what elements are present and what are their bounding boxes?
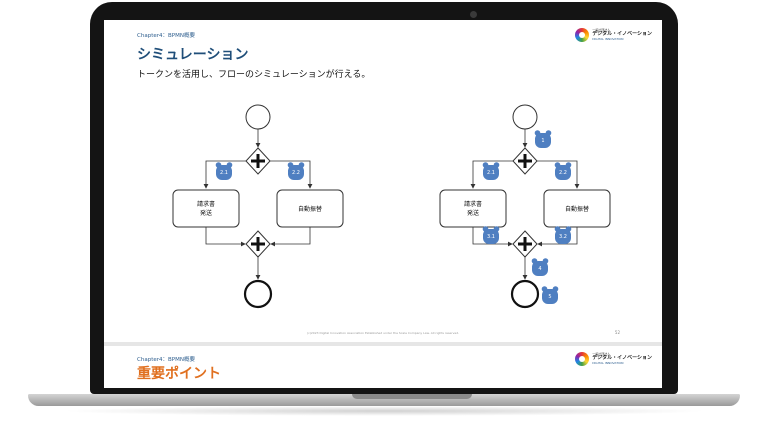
organization-logo: 一般社団法人 デジタル・イノベーション DIGITAL INNOVATION xyxy=(575,352,652,366)
slide-key-points[interactable]: Chapter4：BPMN概要 一般社団法人 デジタル・イノベーション DIGI… xyxy=(104,346,662,388)
logo-sub-text: DIGITAL INNOVATION xyxy=(592,360,624,365)
end-event xyxy=(243,279,273,309)
svg-text:2.1: 2.1 xyxy=(220,170,228,176)
task-invoice-send: 請求書 発送 xyxy=(172,189,240,228)
svg-text:2.2: 2.2 xyxy=(292,170,300,176)
chapter-label: Chapter4：BPMN概要 xyxy=(137,33,195,39)
token-2-2: 2.2 xyxy=(554,162,572,180)
slide-subtitle: トークンを活用し、フローのシミュレーションが行える。 xyxy=(137,70,371,80)
parallel-gateway-join xyxy=(512,230,538,258)
task-right-label: 自動振替 xyxy=(298,205,322,213)
task-left-line1: 請求書 xyxy=(464,200,482,208)
slide-divider xyxy=(104,342,662,346)
parallel-gateway-join xyxy=(245,230,271,258)
camera-icon xyxy=(470,11,477,18)
task-invoice-send: 請求書 発送 xyxy=(439,189,507,228)
end-event xyxy=(510,279,540,309)
token-5: 5 xyxy=(541,286,559,304)
organization-logo: 一般社団法人 デジタル・イノベーション DIGITAL INNOVATION xyxy=(575,28,652,42)
bpmn-diagram-right: 請求書 発送 自動振替 1 xyxy=(439,104,611,309)
parallel-gateway-split xyxy=(245,147,271,175)
token-1: 1 xyxy=(534,130,552,148)
laptop-base xyxy=(28,394,740,406)
logo-main-text: デジタル・イノベーション xyxy=(592,355,652,362)
token-3-2: 3.2 xyxy=(554,226,572,244)
copyright-footer: (c)2023 Digital Innovation Association E… xyxy=(306,331,460,335)
task-left-line2: 発送 xyxy=(200,209,212,217)
bpmn-diagram-left: 請求書 発送 自動振替 2.1 xyxy=(172,104,344,309)
svg-text:3.1: 3.1 xyxy=(487,234,495,240)
page-number: 52 xyxy=(614,330,620,335)
chapter-label: Chapter4：BPMN概要 xyxy=(137,357,195,363)
logo-main-text: デジタル・イノベーション xyxy=(592,31,652,38)
start-event xyxy=(245,104,271,130)
task-left-line2: 発送 xyxy=(467,209,479,217)
token-2-2: 2.2 xyxy=(287,162,305,180)
laptop-shadow xyxy=(60,406,708,416)
token-2-1: 2.1 xyxy=(482,162,500,180)
logo-sub-text: DIGITAL INNOVATION xyxy=(592,36,624,41)
logo-mark-icon xyxy=(575,28,590,42)
svg-text:5: 5 xyxy=(548,294,551,300)
logo-small-text: 一般社団法人 xyxy=(592,352,611,357)
laptop-notch xyxy=(352,394,472,399)
svg-text:3.2: 3.2 xyxy=(559,234,567,240)
task-left-line1: 請求書 xyxy=(197,200,215,208)
slide-simulation[interactable]: Chapter4：BPMN概要 一般社団法人 デジタル・イノベーション DIGI… xyxy=(104,20,662,342)
slide-title: シミュレーション xyxy=(137,47,249,63)
bpmn-diagrams: 請求書 発送 自動振替 2.1 xyxy=(172,104,611,309)
start-event xyxy=(512,104,538,130)
token-2-1: 2.1 xyxy=(215,162,233,180)
svg-text:1: 1 xyxy=(541,138,544,144)
task-auto-transfer: 自動振替 xyxy=(543,189,611,228)
logo-small-text: 一般社団法人 xyxy=(592,28,611,33)
svg-text:2.2: 2.2 xyxy=(559,170,567,176)
token-4: 4 xyxy=(531,258,549,276)
parallel-gateway-split xyxy=(512,147,538,175)
slide-title: 重要ポイント xyxy=(137,366,221,382)
svg-text:2.1: 2.1 xyxy=(487,170,495,176)
task-right-label: 自動振替 xyxy=(565,205,589,213)
laptop-screen[interactable]: Chapter4：BPMN概要 一般社団法人 デジタル・イノベーション DIGI… xyxy=(104,20,662,388)
logo-mark-icon xyxy=(575,352,590,366)
token-3-1: 3.1 xyxy=(482,226,500,244)
svg-text:4: 4 xyxy=(538,266,541,272)
task-auto-transfer: 自動振替 xyxy=(276,189,344,228)
